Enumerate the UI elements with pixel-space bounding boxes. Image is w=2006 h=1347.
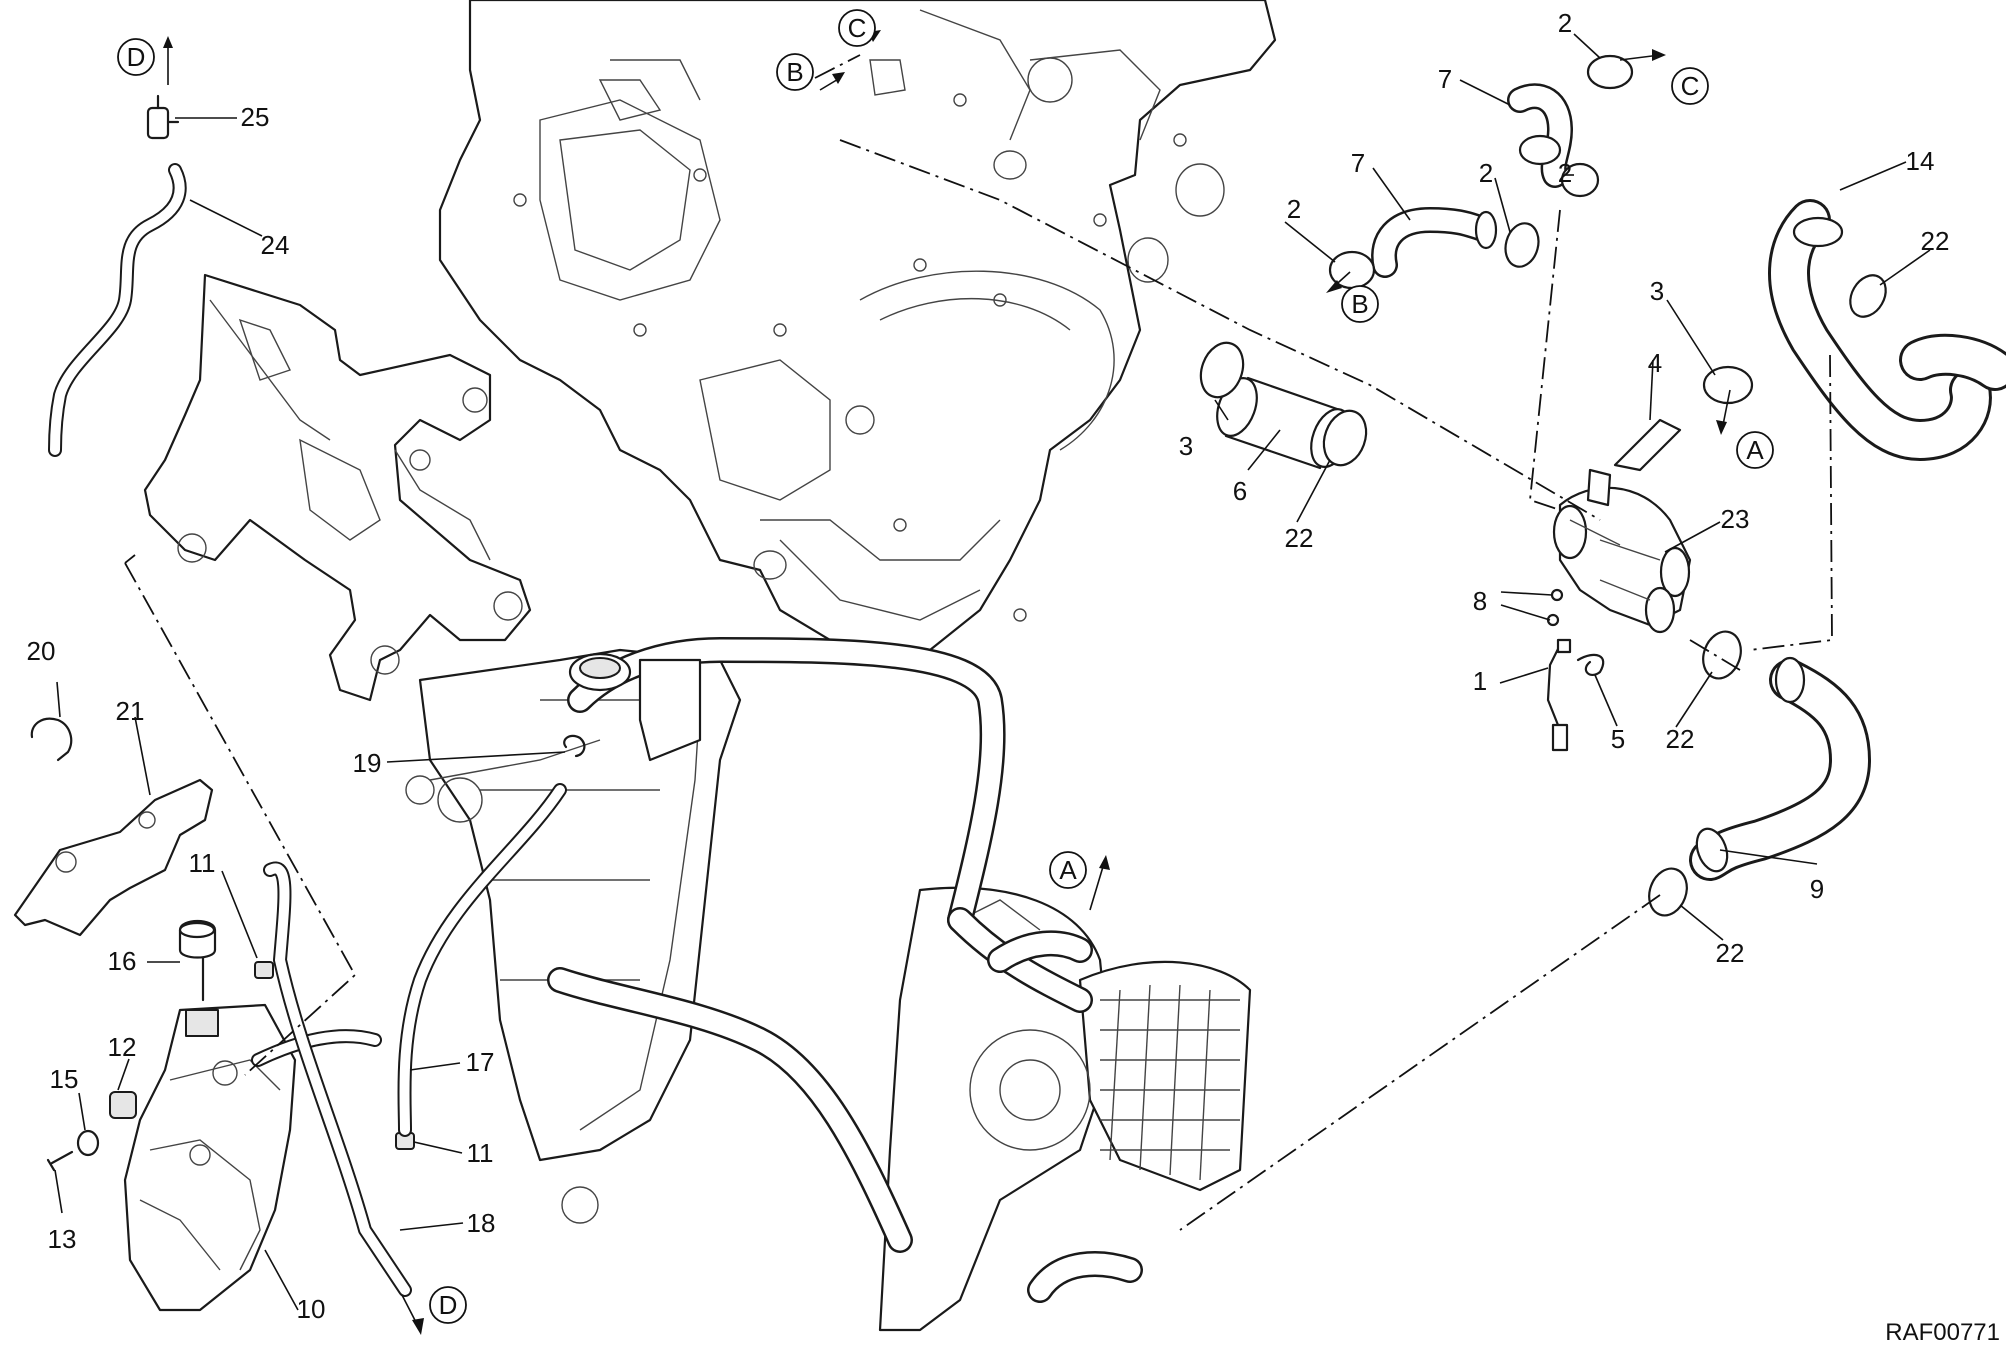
part-7-elbow-lower — [1371, 207, 1498, 278]
frame-bracket — [143, 273, 532, 702]
label-part-12: 12 — [108, 1032, 137, 1062]
label-part-22-right: 22 — [1921, 226, 1950, 256]
part-17-hose — [397, 783, 567, 1137]
radiator-pipes — [405, 637, 1143, 1303]
label-part-6: 6 — [1233, 476, 1247, 506]
label-part-8: 8 — [1473, 586, 1487, 616]
part-24-hose — [48, 163, 187, 457]
connector-marker-d-top: D — [117, 38, 155, 76]
part-21-mounting-plate — [13, 778, 214, 937]
label-part-11-lower: 11 — [467, 1138, 494, 1168]
label-part-5: 5 — [1611, 724, 1625, 754]
part-1-temperature-sensor — [1546, 638, 1572, 752]
label-part-19: 19 — [353, 748, 382, 778]
connector-markers: D D C B C B A A — [117, 9, 1774, 1324]
label-part-2-second: 2 — [1558, 158, 1572, 188]
part-13-bolt — [46, 1150, 74, 1172]
part-18-hose — [263, 861, 412, 1297]
label-part-13: 13 — [48, 1224, 77, 1254]
routing-lines — [124, 54, 1833, 1231]
svg-text:B: B — [1351, 289, 1368, 319]
label-part-3-left: 3 — [1179, 431, 1193, 461]
label-part-22-left: 22 — [1285, 523, 1314, 553]
label-part-23: 23 — [1721, 504, 1750, 534]
part-2-clamp-c — [1560, 162, 1600, 198]
label-part-18: 18 — [467, 1208, 496, 1238]
label-part-11-upper: 11 — [189, 848, 216, 878]
part-25-fitting — [146, 94, 180, 140]
svg-text:D: D — [127, 42, 146, 72]
part-15-washer — [76, 1129, 100, 1157]
drawing-code: RAF00771 — [1885, 1319, 2000, 1346]
label-part-24: 24 — [261, 230, 290, 260]
svg-text:D: D — [439, 1290, 458, 1320]
part-22-clamp-a — [1322, 409, 1368, 467]
label-part-21: 21 — [116, 696, 145, 726]
part-10-expansion-tank — [123, 919, 382, 1312]
label-leaders — [54, 33, 1931, 1311]
part-4-gasket — [1613, 418, 1682, 472]
connector-marker-c-right: C — [1671, 67, 1709, 105]
part-7-elbow-upper — [1507, 83, 1573, 188]
part-22-clamp-b — [1849, 274, 1887, 318]
label-part-7-upper: 7 — [1438, 64, 1452, 94]
part-2-clamp-d — [1586, 54, 1634, 90]
label-part-22-low: 22 — [1716, 938, 1745, 968]
connector-marker-a-right: A — [1736, 431, 1774, 469]
part-22-clamp-d — [1648, 867, 1688, 917]
label-part-16: 16 — [108, 946, 137, 976]
label-part-4: 4 — [1648, 348, 1662, 378]
part-8-washer-a — [1550, 588, 1564, 602]
label-part-9: 9 — [1810, 874, 1824, 904]
label-part-15: 15 — [50, 1064, 79, 1094]
label-part-25: 25 — [241, 102, 270, 132]
part-2-clamp-b — [1504, 222, 1540, 268]
label-part-1: 1 — [1473, 666, 1487, 696]
connector-marker-a-radiator: A — [1049, 851, 1087, 889]
part-19-clip — [563, 734, 586, 758]
part-11-clip-upper — [254, 961, 274, 979]
svg-text:B: B — [786, 57, 803, 87]
label-part-17: 17 — [466, 1047, 495, 1077]
connector-marker-c-engine: C — [838, 9, 876, 47]
label-part-22-mid: 22 — [1666, 724, 1695, 754]
engine-block — [438, 0, 1277, 657]
radiator-fan-grille — [1100, 984, 1240, 1181]
part-20-clamp — [30, 717, 73, 762]
label-part-10: 10 — [297, 1294, 326, 1324]
hose-clamps — [1199, 54, 1887, 917]
part-12-fitting — [109, 1091, 137, 1119]
radiator-assembly — [418, 648, 1252, 1332]
part-9-hose — [1689, 656, 1871, 881]
svg-text:C: C — [1681, 71, 1700, 101]
label-part-7-lower: 7 — [1351, 148, 1365, 178]
part-22-clamp-c — [1702, 630, 1742, 680]
label-part-14: 14 — [1906, 146, 1935, 176]
connector-marker-b-right: B — [1341, 285, 1379, 323]
label-part-2-mid: 2 — [1479, 158, 1493, 188]
part-5-clip — [1576, 653, 1605, 677]
svg-text:A: A — [1746, 435, 1764, 465]
label-part-2-left: 2 — [1287, 194, 1301, 224]
part-3-clamp-a — [1199, 341, 1245, 399]
part-14-hose — [1768, 199, 2006, 461]
label-part-20: 20 — [27, 636, 56, 666]
connector-marker-d-bottom: D — [429, 1286, 467, 1324]
label-part-2-top: 2 — [1558, 8, 1572, 38]
part-23-thermostat-housing — [1552, 468, 1692, 634]
part-number-labels: 25 24 2 7 2 7 2 2 14 22 3 4 3 6 22 23 8 … — [27, 8, 1950, 1324]
connector-marker-b-engine: B — [776, 53, 814, 91]
label-part-3-right: 3 — [1650, 276, 1664, 306]
svg-text:A: A — [1059, 855, 1077, 885]
svg-text:C: C — [848, 13, 867, 43]
